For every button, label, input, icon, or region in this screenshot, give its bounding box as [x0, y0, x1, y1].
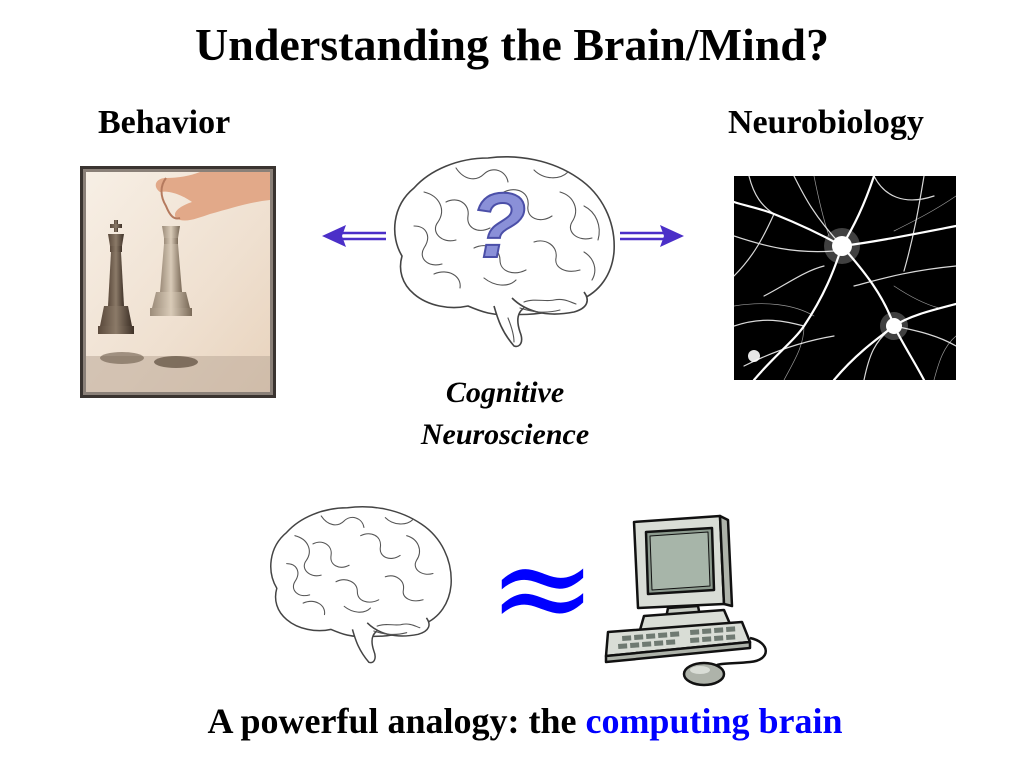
computing-brain-highlight: computing brain [585, 701, 843, 741]
neuron-network-icon [734, 176, 956, 380]
neurobiology-label: Neurobiology [728, 104, 924, 141]
left-arrow-icon [322, 222, 386, 250]
slide-title: Understanding the Brain/Mind? [195, 19, 829, 70]
approx-symbol: ≈ [488, 511, 597, 663]
cognitive-neuroscience-label: Cognitive Neuroscience [380, 372, 630, 456]
behavior-label: Behavior [98, 104, 231, 141]
right-arrow-icon [620, 222, 684, 250]
brain-icon [384, 152, 620, 352]
analogy-line: A powerful analogy: the computing brain [0, 700, 1024, 742]
cognitive-label: Cognitive [445, 376, 565, 409]
computer-icon [600, 512, 774, 694]
question-mark-icon: ? [469, 175, 527, 277]
neuroscience-label: Neuroscience [420, 418, 590, 451]
chess-hand-icon [80, 166, 276, 398]
analogy-prefix: A powerful analogy: the [207, 701, 586, 741]
brain-icon [262, 500, 456, 670]
